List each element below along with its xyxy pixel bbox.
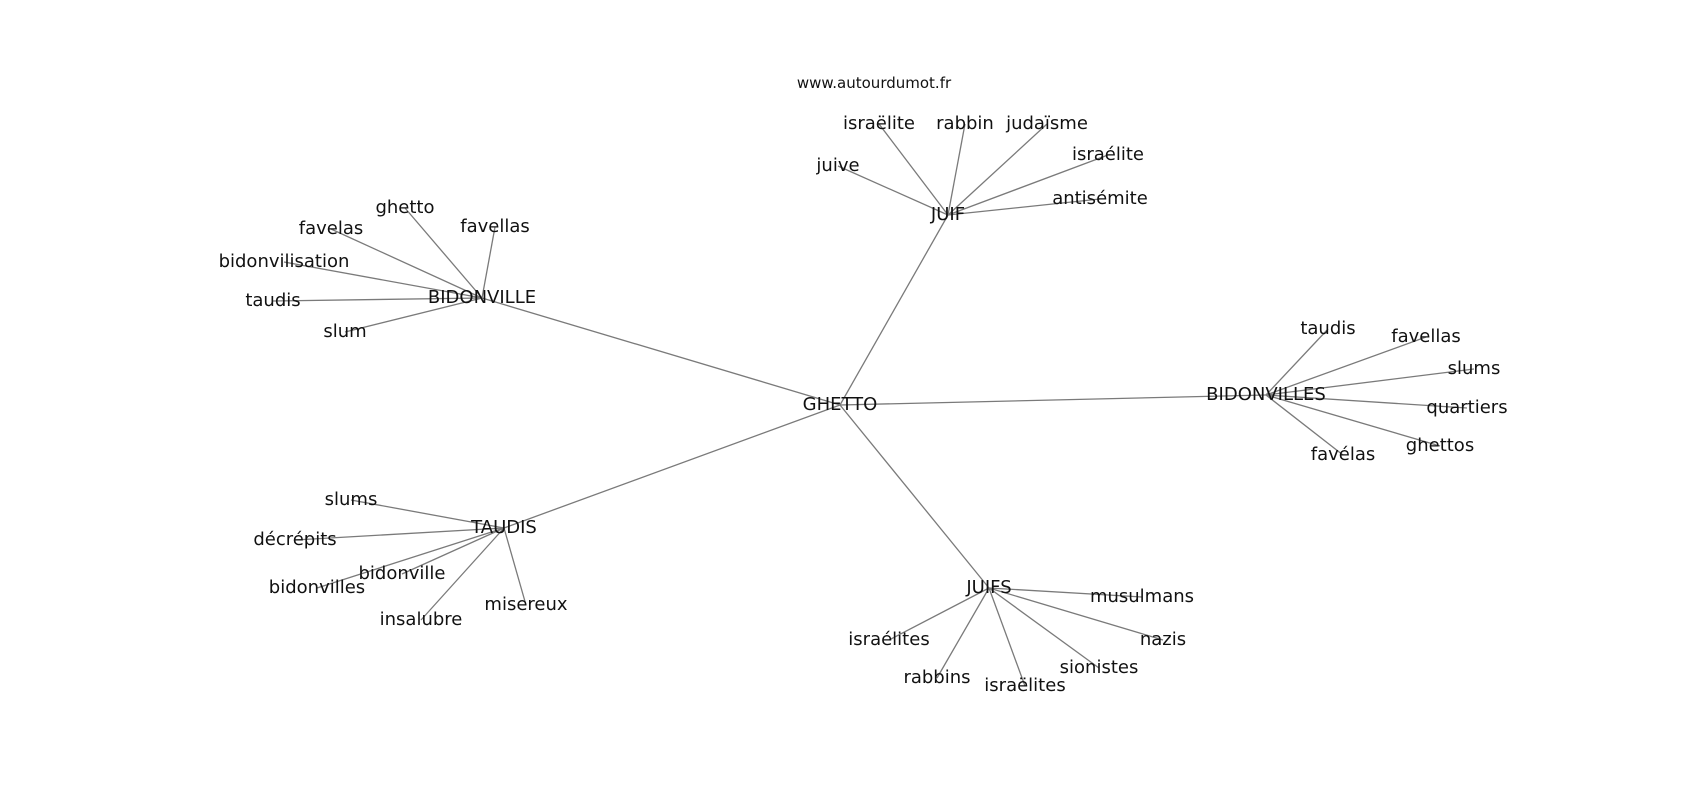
edge-hub-to-word — [988, 587, 1026, 687]
word-node-label: musulmans — [1090, 586, 1194, 607]
root-node-label: GHETTO — [803, 394, 878, 415]
hub-node-label: TAUDIS — [470, 517, 537, 538]
edge-hub-to-word — [947, 198, 1101, 216]
edge-hub-to-word — [294, 527, 505, 541]
edge-hub-to-word — [1265, 394, 1441, 447]
edge-hub-to-word — [1265, 394, 1344, 456]
word-node-label: judaïsme — [1005, 113, 1088, 134]
edge-hub-to-word — [1265, 368, 1475, 396]
word-node-label: bidonvilisation — [219, 251, 350, 272]
edge-hub-to-word — [1265, 328, 1329, 396]
word-node-label: bidonville — [358, 563, 445, 584]
edge-hub-to-word — [947, 123, 1048, 216]
word-node-label: misereux — [484, 594, 567, 615]
word-node-label: ghettos — [1406, 435, 1474, 456]
edge-root-to-hub — [839, 394, 1267, 406]
edge-hub-to-word — [503, 527, 527, 606]
site-watermark: www.autourdumot.fr — [797, 74, 952, 92]
word-node-label: insalubre — [380, 609, 463, 630]
edge-hub-to-word — [404, 207, 483, 299]
hub-node-label: BIDONVILLES — [1206, 384, 1326, 405]
word-node-label: sionistes — [1060, 657, 1139, 678]
word-node-label: israëlite — [843, 113, 915, 134]
word-node-label: slum — [323, 321, 366, 342]
word-node-label: décrépits — [253, 529, 336, 550]
word-node-label: slums — [1448, 358, 1501, 379]
hub-node-label: BIDONVILLE — [428, 287, 536, 308]
edge-hub-to-word — [947, 154, 1109, 216]
word-node-label: quartiers — [1426, 397, 1507, 418]
hub-node-label: JUIFS — [965, 577, 1011, 598]
edge-hub-to-word — [401, 527, 505, 575]
word-node-label: rabbin — [936, 113, 994, 134]
word-node-label: favelas — [299, 218, 364, 239]
edge-root-to-hub — [503, 404, 841, 529]
word-node-label: israëlites — [984, 675, 1065, 696]
edge-hub-to-word — [988, 587, 1143, 598]
graph-edges — [272, 123, 1475, 687]
edge-hub-to-word — [988, 587, 1164, 641]
edge-root-to-hub — [839, 404, 990, 589]
word-node-label: bidonvilles — [269, 577, 365, 598]
edge-hub-to-word — [988, 587, 1100, 669]
edge-hub-to-word — [837, 165, 949, 216]
word-node-label: favellas — [460, 216, 530, 237]
edge-root-to-hub — [839, 214, 949, 406]
word-node-label: slums — [325, 489, 378, 510]
word-node-label: favellas — [1391, 326, 1461, 347]
word-node-label: nazis — [1140, 629, 1186, 650]
edge-hub-to-word — [344, 297, 483, 333]
edge-hub-to-word — [283, 261, 483, 299]
word-node-label: ghetto — [375, 197, 434, 218]
edge-hub-to-word — [272, 297, 483, 302]
hub-node-label: JUIF — [930, 204, 965, 225]
edge-hub-to-word — [1265, 336, 1427, 396]
word-node-label: taudis — [1300, 318, 1355, 339]
word-node-label: antisémite — [1052, 188, 1148, 209]
word-node-label: rabbins — [903, 667, 970, 688]
edge-root-to-hub — [481, 297, 841, 406]
word-node-label: juive — [815, 155, 859, 176]
edge-hub-to-word — [316, 527, 505, 589]
edge-hub-to-word — [350, 499, 505, 529]
edge-hub-to-word — [936, 587, 990, 679]
graph-labels: GHETTO BIDONVILLE ghetto favellas favelas bid… — [219, 113, 1508, 696]
edge-hub-to-word — [888, 587, 990, 641]
word-node-label: israélites — [848, 629, 929, 650]
edge-hub-to-word — [878, 123, 949, 216]
edge-hub-to-word — [947, 123, 966, 216]
edge-hub-to-word — [330, 228, 483, 299]
edge-hub-to-word — [1265, 394, 1468, 409]
word-node-label: taudis — [245, 290, 300, 311]
word-node-label: favélas — [1311, 444, 1376, 465]
word-node-label: israélite — [1072, 144, 1144, 165]
edge-hub-to-word — [420, 527, 505, 621]
edge-hub-to-word — [481, 226, 496, 299]
